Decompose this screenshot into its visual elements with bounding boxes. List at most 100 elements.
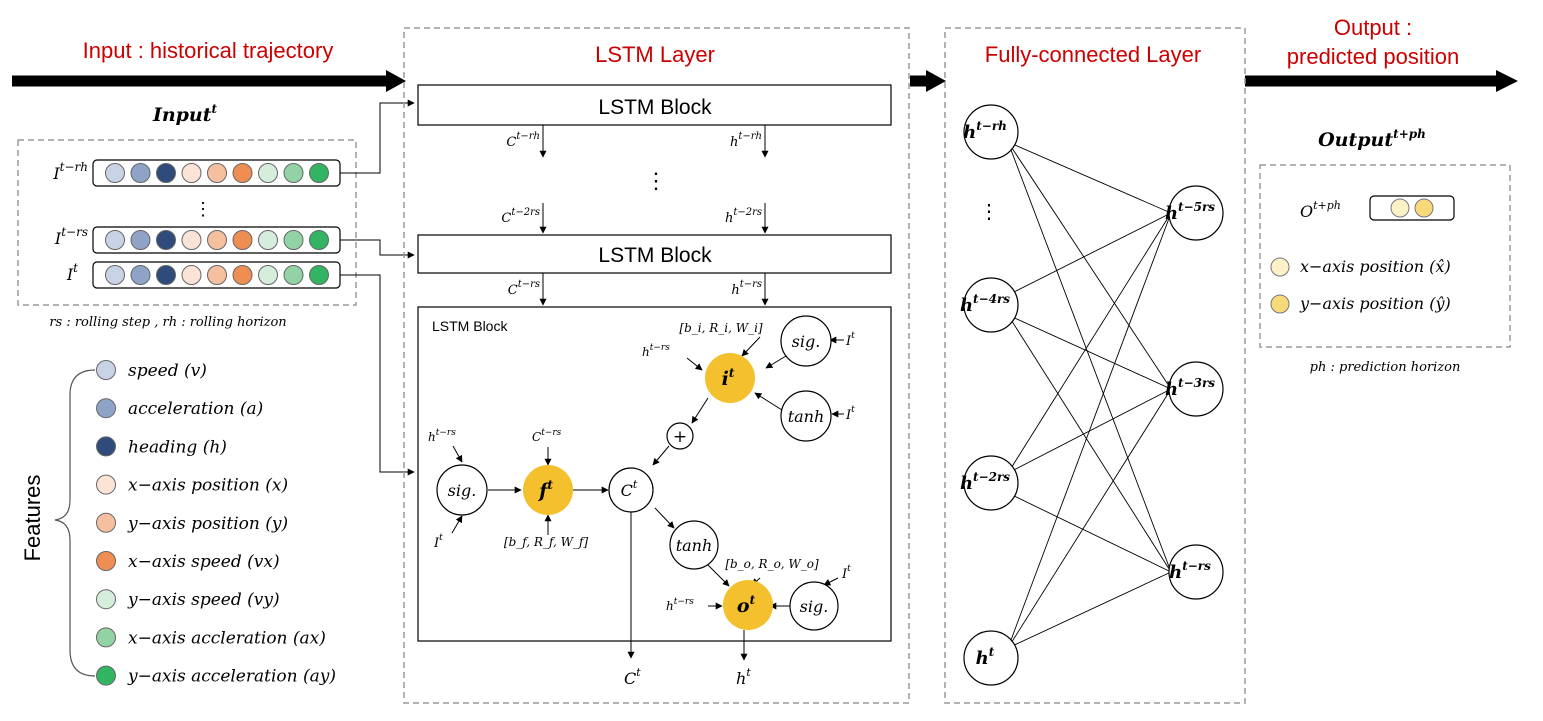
input-feature-dot xyxy=(130,265,151,285)
lstm-mid-inputs: Ct−2rs ht−2rs xyxy=(501,203,769,234)
fc-left-node xyxy=(963,277,1019,333)
feature-legend-dot xyxy=(96,665,116,686)
svg-text:sig.: sig. xyxy=(800,597,829,616)
features-title: Features xyxy=(20,475,45,562)
output-vector xyxy=(1369,195,1455,221)
svg-text:ht−2rs: ht−2rs xyxy=(725,207,762,226)
feature-legend-dot xyxy=(96,474,116,495)
input-feature-dot xyxy=(309,265,329,285)
output-section-title-line2: predicted position xyxy=(1287,44,1459,69)
output-label: Ot+ph xyxy=(1300,199,1341,221)
lstm-section-title: LSTM Layer xyxy=(595,42,715,67)
lstm-layer-box xyxy=(403,27,910,704)
svg-text:ht−rs: ht−rs xyxy=(731,279,762,298)
fc-edge xyxy=(1007,492,1172,573)
svg-text:tanh: tanh xyxy=(676,536,713,555)
input-feature-dot xyxy=(105,265,125,285)
lstm-block-detail-label: LSTM Block xyxy=(432,318,508,334)
input-feature-dot xyxy=(283,230,304,250)
feature-legend-label: y−axis position (y) xyxy=(127,514,288,534)
input-section-title: Input : historical trajectory xyxy=(83,38,334,63)
input-feature-dot xyxy=(232,163,253,183)
input-feature-dot xyxy=(258,163,278,183)
svg-text:tanh: tanh xyxy=(788,407,825,426)
fc-left-node xyxy=(963,455,1019,511)
fc-layer-box xyxy=(944,27,1246,704)
input-feature-dot xyxy=(283,265,304,285)
svg-text:Ct: Ct xyxy=(621,478,638,500)
svg-text:ht−rh: ht−rh xyxy=(730,131,762,150)
input-tanh-node xyxy=(780,390,832,442)
input-feature-dot xyxy=(156,230,176,250)
input-feature-dot xyxy=(232,265,253,285)
lstm-block-detail: LSTM Block sig. xyxy=(417,306,892,688)
output-panel: Outputt+ph Ot+ph x−axis position (x̂) y−… xyxy=(1259,127,1511,375)
feature-legend-dot xyxy=(96,551,116,571)
output-x-dot xyxy=(1390,198,1410,218)
fc-edge xyxy=(1007,314,1172,573)
feature-legend-label: x−axis speed (vx) xyxy=(128,552,280,572)
fc-edge xyxy=(1007,141,1172,214)
legend-x-position-dot xyxy=(1270,257,1290,277)
feature-legend-label: acceleration (a) xyxy=(128,399,263,419)
svg-text:ht: ht xyxy=(736,666,751,688)
output-dashed-box xyxy=(1259,164,1511,348)
svg-text:Ct−2rs: Ct−2rs xyxy=(501,207,540,226)
output-sigmoid-node xyxy=(789,581,839,631)
svg-text:ht−rs: ht−rs xyxy=(428,428,456,444)
feature-legend-dot xyxy=(96,398,116,419)
fc-left-node xyxy=(963,104,1019,160)
feature-legend-dot xyxy=(96,627,116,648)
fc-left-node xyxy=(963,630,1019,686)
svg-text:[b_o, R_o, W_o]: [b_o, R_o, W_o] xyxy=(725,557,819,571)
feature-legend-label: y−axis acceleration (ay) xyxy=(127,667,336,687)
input-feature-dot xyxy=(105,163,125,183)
svg-text:ht−rs: ht−rs xyxy=(642,343,670,359)
svg-text:Ct−rs: Ct−rs xyxy=(508,279,540,298)
svg-text:sig.: sig. xyxy=(792,332,821,351)
input-connectors xyxy=(340,99,415,476)
lstm-block-top-label: LSTM Block xyxy=(598,96,712,119)
fc-edge xyxy=(1007,212,1172,474)
input-row-label-rh: It−rh xyxy=(52,160,88,183)
lstm-mid-outputs: Ct−rs ht−rs xyxy=(508,273,769,306)
prediction-horizon-note: ph : prediction horizon xyxy=(1310,360,1461,375)
fc-right-node xyxy=(1168,544,1224,600)
feature-legend-label: x−axis position (x) xyxy=(128,476,288,496)
fc-right-node xyxy=(1168,185,1224,241)
lstm-block-top xyxy=(417,84,892,126)
output-y-dot xyxy=(1414,198,1434,218)
input-feature-dot xyxy=(207,230,227,250)
svg-text:+: + xyxy=(673,427,687,447)
input-feature-dot xyxy=(207,265,227,285)
svg-text:It: It xyxy=(845,405,855,423)
features-brace xyxy=(54,369,96,677)
fc-edge xyxy=(1007,141,1172,390)
features-legend: Features speed (v)acceleration (a)headin… xyxy=(20,360,336,687)
input-feature-dot xyxy=(181,230,202,250)
fc-edges xyxy=(1007,141,1172,649)
svg-text:it: it xyxy=(722,366,735,390)
svg-text:Ct: Ct xyxy=(624,666,641,688)
svg-text:ft: ft xyxy=(537,478,553,502)
svg-text:[b_f, R_f, W_f]: [b_f, R_f, W_f] xyxy=(504,535,588,549)
legend-x-position-label: x−axis position (x̂) xyxy=(1300,257,1451,276)
input-feature-dot xyxy=(309,163,329,183)
lstm-block-middle xyxy=(417,234,892,274)
input-title: Inputt xyxy=(152,102,218,126)
lstm-block-middle-label: LSTM Block xyxy=(598,244,712,267)
input-vdots: ⋮ xyxy=(194,199,212,220)
fc-left-node-label: ht−rh xyxy=(963,119,1007,143)
input-feature-dot xyxy=(181,265,202,285)
input-row-label-rs: It−rs xyxy=(54,225,88,248)
input-feature-dot xyxy=(181,163,202,183)
input-feature-dot xyxy=(258,265,278,285)
fc-left-node-label: ht−4rs xyxy=(960,292,1010,316)
feature-legend-dot xyxy=(96,436,116,457)
feature-legend-label: x−axis accleration (ax) xyxy=(128,628,326,648)
feature-legend-label: y−axis speed (vy) xyxy=(127,590,280,610)
fc-section-title: Fully-connected Layer xyxy=(985,42,1201,67)
input-feature-dot xyxy=(283,163,304,183)
output-title: Outputt+ph xyxy=(1318,127,1426,151)
